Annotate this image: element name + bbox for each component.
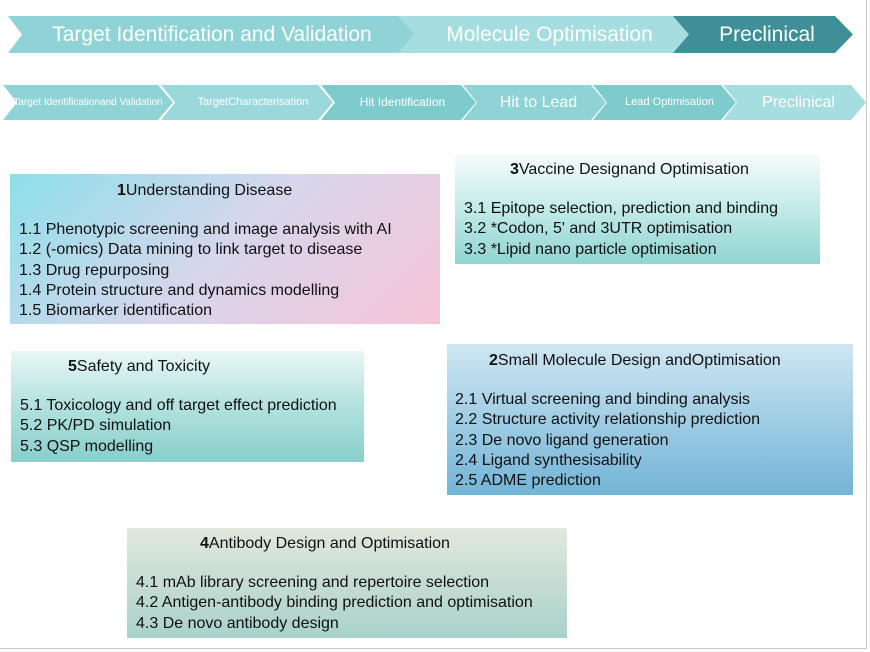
chevron-label: Hit Identification [359, 94, 446, 109]
chevron-label: Preclinical [719, 22, 815, 46]
list-item: 5.2 PK/PD simulation [20, 417, 172, 435]
chevron-sub-target-characterisation: TargetCharacterisation [161, 85, 333, 120]
list-item: 2.4 Ligand synthesisability [455, 451, 642, 469]
list-item: 4.3 De novo antibody design [136, 614, 339, 632]
chevron-label: Hit to Lead [499, 93, 578, 111]
chevron-sub-target-identification: Target Identificationand Validation [3, 85, 173, 120]
chevron-sub-hit-identification: Hit Identification [321, 85, 476, 120]
chevron-sub-preclinical: Preclinical [723, 85, 866, 120]
list-item: 1.1 Phenotypic screening and image analy… [19, 221, 392, 238]
list-item: 1.3 Drug repurposing [19, 261, 170, 279]
chevron-label: Target Identificationand Validation [13, 97, 163, 108]
list-item: 5.1 Toxicology and off target effect pre… [20, 397, 337, 414]
box-title: 5Safety and Toxicity [68, 358, 211, 375]
chevron-sub-hit-to-lead: Hit to Lead [463, 85, 606, 120]
list-item: 1.5 Biomarker identification [19, 302, 212, 320]
list-item: 4.1 mAb library screening and repertoire… [136, 574, 490, 591]
chevron-preclinical: Preclinical [673, 16, 853, 53]
list-item: 2.3 De novo ligand generation [455, 431, 669, 449]
box-understanding-disease: 1Understanding Disease 1.1 Phenotypic sc… [10, 174, 440, 324]
list-item: 2.2 Structure activity relationship pred… [455, 411, 761, 429]
chevron-sub-lead-optimisation: Lead Optimisation [593, 85, 736, 120]
list-item: 4.2 Antigen-antibody binding prediction … [136, 594, 533, 612]
box-item-list: 4.1 mAb library screening and repertoire… [136, 573, 567, 634]
box-item-list: 3.1 Epitope selection, prediction and bi… [464, 199, 820, 260]
chevron-molecule-optimisation: Molecule Optimisation [398, 16, 691, 53]
box-title: 1Understanding Disease [117, 182, 293, 199]
box-vaccine-design: 3Vaccine Designand Optimisation 3.1 Epit… [455, 154, 820, 264]
box-item-list: 2.1 Virtual screening and binding analys… [455, 390, 853, 491]
box-small-molecule-design: 2Small Molecule Design andOptimisation 2… [447, 344, 853, 495]
box-title: 4Antibody Design and Optimisation [200, 535, 450, 552]
chevron-label: Preclinical [762, 93, 835, 111]
chevron-label: Target Identification and Validation [52, 22, 372, 46]
list-item: 5.3 QSP modelling [20, 437, 154, 455]
box-safety-toxicity: 5Safety and Toxicity 5.1 Toxicology and … [11, 351, 364, 462]
list-item: 1.2 (-omics) Data mining to link target … [19, 241, 363, 259]
chevron-label: Lead Optimisation [625, 96, 714, 109]
list-item: 1.4 Protein structure and dynamics model… [19, 281, 340, 299]
box-title: 2Small Molecule Design andOptimisation [489, 352, 781, 369]
chevron-target-identification-validation: Target Identification and Validation [8, 16, 416, 53]
list-item: 3.3 *Lipid nano particle optimisation [464, 240, 717, 258]
box-item-list: 1.1 Phenotypic screening and image analy… [19, 220, 440, 321]
box-item-list: 5.1 Toxicology and off target effect pre… [20, 396, 364, 457]
list-item: 3.1 Epitope selection, prediction and bi… [464, 200, 778, 217]
list-item: 3.2 *Codon, 5' and 3UTR optimisation [464, 220, 733, 238]
box-title: 3Vaccine Designand Optimisation [510, 161, 749, 178]
chevron-label: TargetCharacterisation [197, 96, 309, 109]
list-item: 2.5 ADME prediction [455, 472, 601, 490]
list-item: 2.1 Virtual screening and binding analys… [455, 391, 751, 408]
box-antibody-design: 4Antibody Design and Optimisation 4.1 mA… [127, 528, 567, 638]
chevron-label: Molecule Optimisation [446, 22, 653, 46]
